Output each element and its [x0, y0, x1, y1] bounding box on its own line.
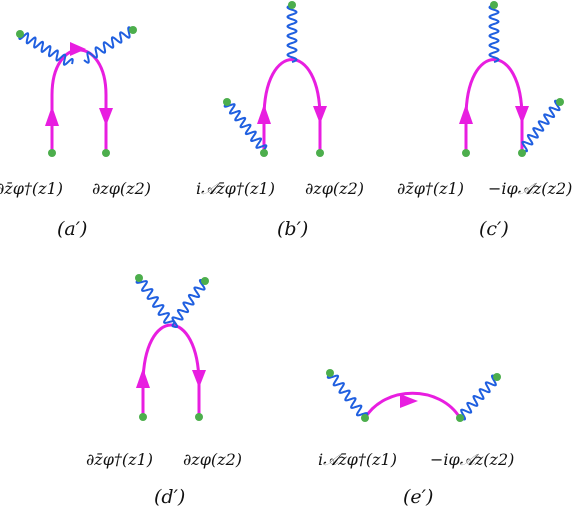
vertex-dot [316, 149, 324, 157]
right-label: −iφ𝒜z(z2) [430, 450, 514, 469]
diagram-d: ∂z̄φ†(z1) ∂zφ(z2) (d′) [86, 274, 242, 508]
photon-line [521, 99, 561, 153]
diagram-e: i𝒜z̄φ†(z1) −iφ𝒜z(z2) (e′) [318, 369, 514, 508]
fermion-arc [464, 58, 524, 153]
caption: (b′) [277, 218, 308, 240]
photon-line [286, 4, 298, 63]
vertex-dot [129, 26, 137, 34]
arrow-down [515, 106, 529, 124]
left-label: i𝒜z̄φ†(z1) [318, 450, 397, 469]
left-label: i𝒜z̄φ†(z1) [196, 179, 275, 198]
vertex-dot [195, 413, 203, 421]
vertex-dot [456, 414, 464, 422]
photon-line [83, 26, 134, 64]
diagram-a: ∂z̄φ†(z1) ∂zφ(z2) (a′) [0, 26, 151, 240]
photon-line [223, 101, 268, 151]
caption: (a′) [57, 218, 87, 240]
right-label: ∂zφ(z2) [305, 179, 364, 198]
caption: (d′) [154, 486, 185, 508]
vertex-dot [490, 1, 498, 9]
arrow-up [459, 104, 473, 124]
photon-line [171, 278, 206, 329]
vertex-dot [135, 274, 143, 282]
photon-line [488, 4, 500, 63]
vertex-dot [462, 149, 470, 157]
arrow-down [313, 106, 327, 124]
left-label: ∂z̄φ†(z1) [0, 179, 63, 198]
arrow-down [99, 108, 113, 126]
arrow-up [45, 106, 59, 126]
diagram-b: i𝒜z̄φ†(z1) ∂zφ(z2) (b′) [196, 1, 364, 240]
left-label: ∂z̄φ†(z1) [397, 179, 464, 198]
right-label: ∂zφ(z2) [92, 179, 151, 198]
fermion-arc [363, 391, 462, 419]
vertex-dot [288, 1, 296, 9]
fermion-arc [50, 48, 108, 153]
caption: (c′) [479, 218, 509, 240]
vertex-dot [139, 413, 147, 421]
left-label: ∂z̄φ†(z1) [86, 450, 153, 469]
photon-line [459, 374, 498, 421]
vertex-dot [16, 30, 24, 38]
fermion-arc [262, 58, 322, 153]
vertex-dot [326, 369, 334, 377]
arrow-down [192, 370, 206, 388]
arrow-up [136, 368, 150, 388]
vertex-dot [223, 98, 231, 106]
vertex-dot [48, 149, 56, 157]
diagram-c: ∂z̄φ†(z1) −iφ𝒜z(z2) (c′) [397, 1, 572, 240]
right-label: ∂zφ(z2) [183, 450, 242, 469]
vertex-dot [361, 414, 369, 422]
vertex-dot [518, 149, 526, 157]
fermion-arc [141, 323, 201, 417]
right-label: −iφ𝒜z(z2) [488, 179, 572, 198]
vertex-dot [556, 98, 564, 106]
vertex-dot [260, 149, 268, 157]
vertex-dot [201, 277, 209, 285]
vertex-dot [493, 373, 501, 381]
arrow-right [400, 394, 418, 408]
arrow-up [257, 104, 271, 124]
photon-line [135, 277, 176, 327]
arrow-right [70, 42, 86, 56]
photon-line [326, 372, 369, 419]
vertex-dot [102, 149, 110, 157]
caption: (e′) [403, 486, 433, 508]
photon-line [18, 32, 74, 66]
